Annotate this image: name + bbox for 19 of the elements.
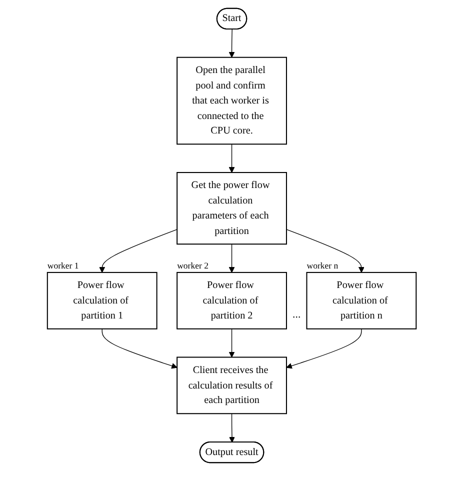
node-box: Power flow calculation of partition n: [306, 271, 416, 329]
node-box: Client receives the calculation results of each partition: [176, 356, 287, 414]
arrow: [102, 328, 178, 368]
arrow: [98, 228, 178, 272]
worker-label: worker 1: [47, 260, 79, 270]
node-box: Power flow calculation of partition 2: [176, 271, 287, 329]
arrow: [228, 28, 234, 58]
ellipsis-text: ...: [292, 308, 300, 320]
arrow: [286, 328, 362, 368]
node-box: Power flow calculation of partition 1: [46, 271, 158, 329]
arrow: [228, 412, 235, 442]
node-box: Open the parallel pool and confirm that each worker is connected to the CPU core.: [176, 56, 287, 144]
arrow: [228, 143, 234, 172]
arrow: [228, 243, 234, 272]
node-box: Get the power flow calculation parameters of each partition: [176, 172, 287, 244]
worker-label: worker n: [306, 260, 338, 270]
worker-label: worker 2: [176, 260, 208, 270]
arrow: [286, 228, 364, 272]
arrow: [228, 328, 234, 357]
